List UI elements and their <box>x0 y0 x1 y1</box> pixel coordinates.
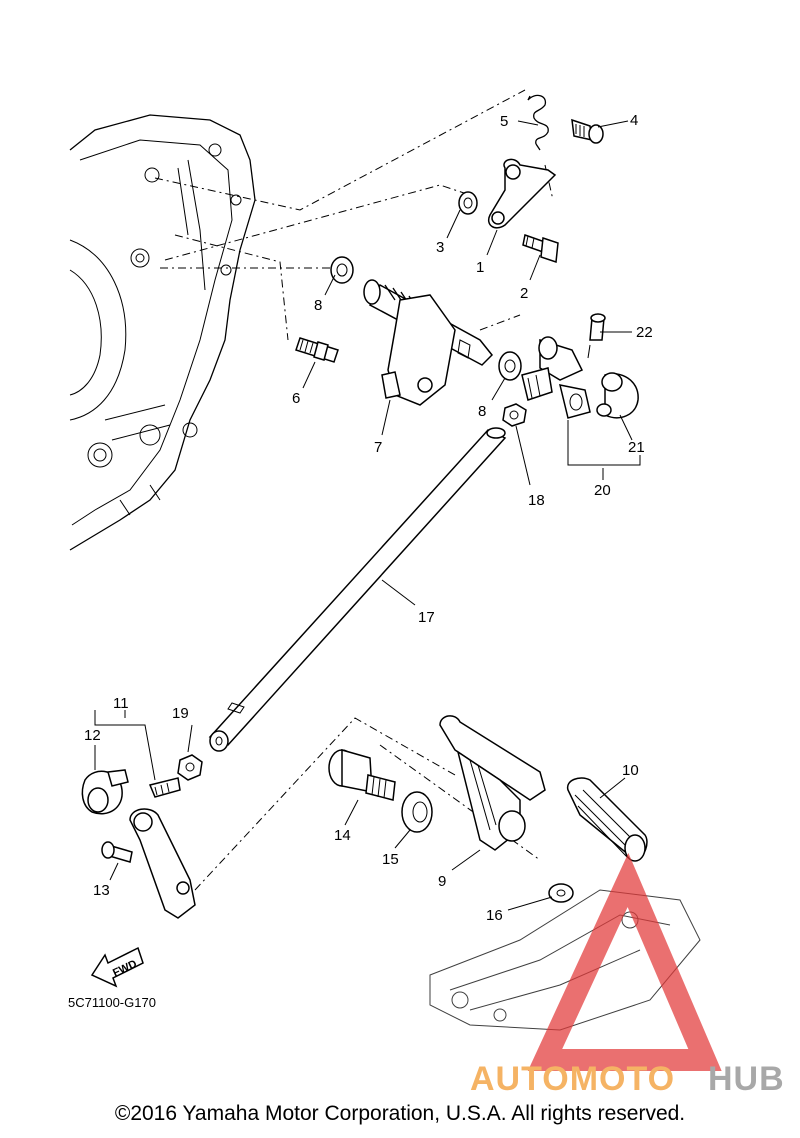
watermark-part2: HUB <box>708 1060 785 1098</box>
callout-leader-lines <box>94 120 641 911</box>
callout-3: 3 <box>436 239 444 256</box>
callout-12: 12 <box>84 727 101 744</box>
callout-6: 6 <box>292 390 300 407</box>
callout-21: 21 <box>628 439 645 456</box>
part-19-nut <box>177 754 203 781</box>
callout-labels: 1 2 3 4 5 6 7 8 8 9 10 11 12 13 14 15 16… <box>84 112 653 924</box>
callout-18: 18 <box>528 492 545 509</box>
part-10-pedal-rubber <box>566 777 648 862</box>
copyright-notice: ©2016 Yamaha Motor Corporation, U.S.A. A… <box>114 1102 686 1125</box>
callout-1: 1 <box>476 259 484 276</box>
callout-10: 10 <box>622 762 639 779</box>
part-7-shift-shaft <box>363 279 494 406</box>
fwd-arrow-icon: FWD <box>90 946 144 988</box>
callout-5: 5 <box>500 113 508 130</box>
part-9-shift-pedal <box>439 715 546 851</box>
callout-13: 13 <box>93 882 110 899</box>
callout-19: 19 <box>172 705 189 722</box>
part-4-pin <box>571 118 604 144</box>
callout-9: 9 <box>438 873 446 890</box>
part-11-shift-arm <box>129 777 196 919</box>
part-1-stopper-lever <box>488 158 557 229</box>
callout-8-lower: 8 <box>478 403 486 420</box>
callout-7: 7 <box>374 439 382 456</box>
part-17-shift-rod <box>208 427 507 752</box>
part-13-bolt <box>101 841 133 863</box>
part-20-rod-end-assembly <box>521 336 591 419</box>
callout-2: 2 <box>520 285 528 302</box>
part-12-joint <box>81 769 129 815</box>
callout-14: 14 <box>334 827 351 844</box>
callout-11: 11 <box>113 695 129 712</box>
callout-16: 16 <box>486 907 503 924</box>
callout-4: 4 <box>630 112 638 129</box>
diagram-code: 5C71100-G170 <box>68 995 156 1010</box>
callout-17: 17 <box>418 609 435 626</box>
part-21-joint <box>596 372 639 419</box>
watermark-part1: AUTOMOTO <box>470 1060 675 1098</box>
callout-15: 15 <box>382 851 399 868</box>
part-2-bolt <box>522 234 559 264</box>
automotohub-watermark-logo: AUTOMOTO HUB <box>470 852 785 1098</box>
part-5-spring <box>527 94 549 151</box>
part-14-pivot-bolt <box>328 749 396 801</box>
callout-20: 20 <box>594 482 611 499</box>
part-3-collar <box>458 191 478 215</box>
part-16-washer <box>548 883 574 903</box>
crankcase-cover <box>69 114 256 551</box>
part-15-washer <box>401 791 433 833</box>
part-8-washer-upper <box>330 256 354 284</box>
part-22-screw <box>587 313 606 359</box>
callout-22: 22 <box>636 324 653 341</box>
part-18-nut <box>502 403 527 427</box>
part-8-washer-lower <box>498 351 522 381</box>
part-6-stud-bolt <box>295 337 339 363</box>
callout-8-upper: 8 <box>314 297 322 314</box>
